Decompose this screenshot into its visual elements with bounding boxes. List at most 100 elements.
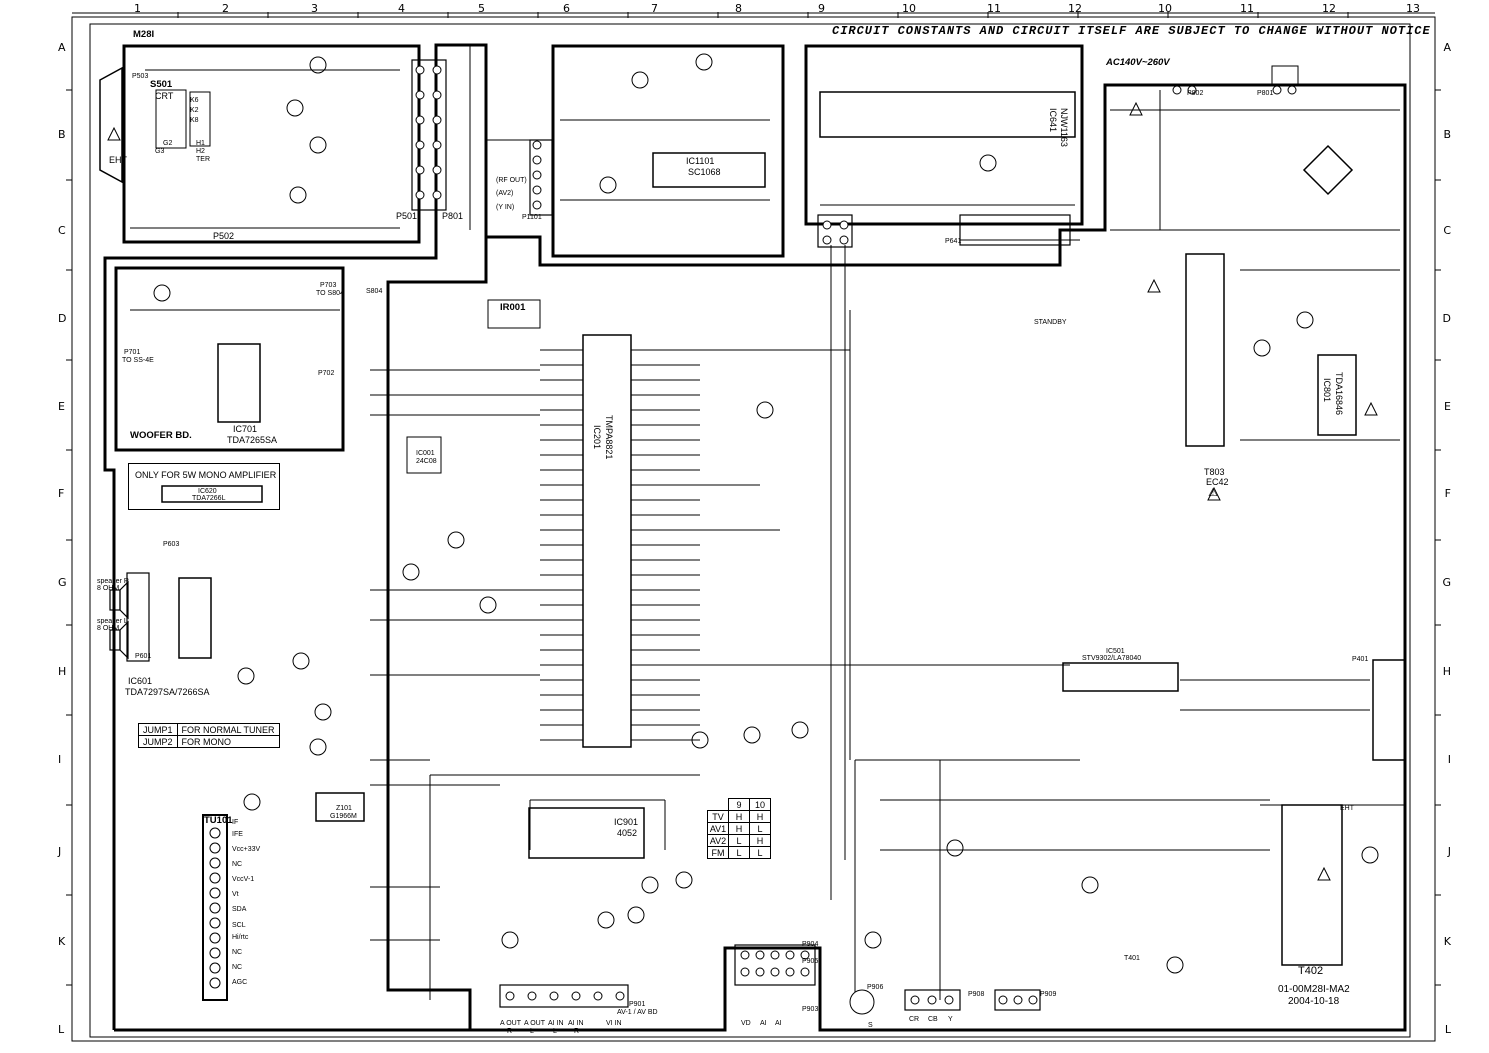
crt-pin-ter: TER xyxy=(196,156,210,163)
av-connector-ref: P901 xyxy=(629,1001,646,1008)
tuner-pin-ife: IFE xyxy=(232,831,243,838)
ypbpr-label: Y xyxy=(948,1016,953,1023)
grid-col-3: 3 xyxy=(311,2,318,15)
crt-eht-label: EHT xyxy=(109,155,127,165)
signal-wiring xyxy=(370,45,1370,1000)
audio-amp-ic-ref: IC601 xyxy=(128,676,153,686)
transformer-ref: T803 xyxy=(1204,467,1225,477)
if-pin-av2: (AV2) xyxy=(496,190,514,197)
grid-row-l: L xyxy=(58,1023,65,1036)
crt-pin-g3: G3 xyxy=(155,148,165,155)
audio-connector: P641 xyxy=(945,238,962,245)
woofer-p703-sub: TO S804 xyxy=(316,290,344,297)
sv-label: AI xyxy=(775,1020,782,1027)
grid-row-c-right: C xyxy=(1443,224,1451,237)
audio-amp-ic-part: TDA7297SA/7266SA xyxy=(125,687,210,697)
grid-row-d-right: D xyxy=(1442,312,1451,325)
woofer-ic-part: TDA7265SA xyxy=(227,435,278,445)
grid-col-11b: 11 xyxy=(1240,2,1254,15)
drawing-code: 01-00M28I-MA2 xyxy=(1278,984,1350,995)
tuner-pin-scl: SCL xyxy=(232,922,246,929)
main-ic-body xyxy=(406,299,632,748)
truth-cell: AV2 xyxy=(707,834,729,847)
truth-cell: TV xyxy=(707,810,729,823)
woofer-in-conn-sub: TO SS-4E xyxy=(122,357,154,364)
if-pin-y-in: (Y IN) xyxy=(496,204,515,211)
grid-row-i-right: I xyxy=(1447,753,1451,766)
grid-col-12: 12 xyxy=(1068,2,1082,15)
grid-row-f-right: F xyxy=(1444,487,1451,500)
grid-row-i: I xyxy=(58,753,62,766)
transistors xyxy=(153,53,1379,974)
warning-icon: ⚠ xyxy=(1208,487,1218,499)
woofer-p703: P703 xyxy=(320,282,337,289)
av-jack-sub: L xyxy=(553,1028,557,1035)
woofer-in-conn: P701 xyxy=(124,349,141,356)
main-ic-part: TMPA8821 xyxy=(604,415,614,460)
truth-row: TV H H xyxy=(707,810,771,823)
p903-ref: P903 xyxy=(802,1006,819,1013)
audio-amp-p601: P601 xyxy=(135,653,152,660)
grid-row-h-right: H xyxy=(1442,665,1451,678)
p904-ref: P904 xyxy=(802,941,819,948)
grid-row-f: F xyxy=(58,487,65,500)
svideo-s-label: S xyxy=(868,1022,873,1029)
mono-amp-ic-part: TDA7266L xyxy=(192,495,226,502)
crt-pin-k6: K6 xyxy=(190,97,199,104)
drawing-date: 2004-10-18 xyxy=(1288,996,1340,1007)
eeprom-part: 24C08 xyxy=(416,458,437,465)
grid-row-a: A xyxy=(58,41,66,54)
tuner-pin-nc3: NC xyxy=(232,861,243,868)
grid-col-10b: 10 xyxy=(1158,2,1172,15)
crt-pin-h2: H2 xyxy=(196,148,205,155)
warning-marks xyxy=(107,101,1378,881)
jumper-table: JUMP1 FOR NORMAL TUNER JUMP2 FOR MONO xyxy=(138,723,280,748)
truth-cell: AV1 xyxy=(707,822,729,835)
mono-amp-ic-ref: IC620 xyxy=(198,488,217,495)
speakers xyxy=(109,580,129,660)
tuner-pin-vt: Vt xyxy=(232,891,239,898)
grid-col-9: 9 xyxy=(818,2,825,15)
p501-label: P501 xyxy=(396,211,418,221)
mono-amp-note: ONLY FOR 5W MONO AMPLIFIER xyxy=(135,470,277,480)
grid-col-2: 2 xyxy=(222,2,229,15)
truth-cell: L xyxy=(749,822,771,835)
grid-row-j: J xyxy=(58,845,62,858)
grid-row-j-right: J xyxy=(1447,845,1451,858)
sheet-frame xyxy=(71,12,1436,1042)
power-ic-ref: IC801 xyxy=(1322,378,1332,403)
ic-bodies xyxy=(161,354,1357,1001)
tuner-pin-vcc33: Vcc+33V xyxy=(232,846,261,853)
board-outline xyxy=(103,43,1407,1032)
crt-socket-ref: S501 xyxy=(150,79,173,90)
if-board xyxy=(551,44,785,258)
sv-label: AI xyxy=(760,1020,767,1027)
truth-row: AV1 H L xyxy=(707,822,771,835)
tuner-pins xyxy=(209,827,221,989)
connector-strips xyxy=(126,59,1071,1011)
grid-col-4: 4 xyxy=(398,2,405,15)
grid-col-10: 10 xyxy=(902,2,916,15)
audio-amp-connector: P603 xyxy=(163,541,180,548)
truth-header-row: 9 10 xyxy=(707,798,771,811)
truth-cell: L xyxy=(749,846,771,859)
tuner-pin-if: IF xyxy=(232,819,239,826)
grid-row-l-right: L xyxy=(1444,1023,1451,1036)
transformer-part: EC42 xyxy=(1206,477,1229,487)
audio-ic-part: NJW1163 xyxy=(1059,108,1069,147)
crt-connector-ref: P502 xyxy=(213,231,235,241)
grid-col-5: 5 xyxy=(478,2,485,15)
flyback-section xyxy=(1260,659,1406,966)
vertical-ic-ref: IC501 xyxy=(1106,648,1125,655)
crt-pin-k2: K2 xyxy=(190,107,199,114)
standby-label: STANDBY xyxy=(1034,319,1067,326)
saw-filter-part: G1966M xyxy=(330,813,357,820)
jumper-row: JUMP1 FOR NORMAL TUNER xyxy=(138,723,280,736)
change-notice: CIRCUIT CONSTANTS AND CIRCUIT ITSELF ARE… xyxy=(832,24,1431,38)
source-truth-table: 9 10 TV H H AV1 H L AV2 L H FM L L xyxy=(707,798,771,859)
truth-cell: H xyxy=(749,810,771,823)
truth-row: FM L L xyxy=(707,846,771,859)
remote-receiver-ref: IR001 xyxy=(500,302,526,313)
jumper-desc: FOR MONO xyxy=(176,735,280,748)
grid-ticks xyxy=(66,12,1441,986)
